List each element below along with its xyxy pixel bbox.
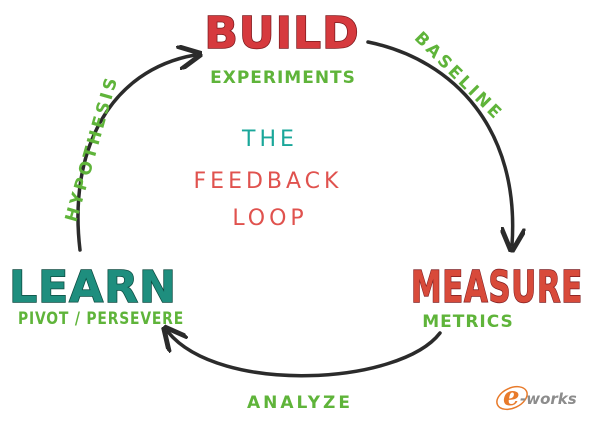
- stage-title-measure: MEASURE: [411, 262, 583, 313]
- edge-label-hypothesis: HYPOTHESIS: [62, 73, 123, 224]
- e-works-logo: e -works: [496, 382, 577, 412]
- stage-subtitle-learn: PIVOT / PERSEVERE: [18, 309, 184, 329]
- arrow-measure-to-learn: [168, 332, 442, 378]
- edge-label-analyze: ANALYZE: [247, 393, 353, 413]
- logo-e-letter: e: [503, 382, 520, 412]
- stage-title-learn: LEARN: [9, 262, 177, 313]
- center-title-feedback: FEEDBACK: [194, 169, 343, 194]
- arrow-build-to-measure: [366, 40, 513, 245]
- stage-subtitle-measure: METRICS: [422, 312, 514, 332]
- arrow-learn-to-build: [76, 55, 195, 252]
- stage-subtitle-build: EXPERIMENTS: [210, 68, 356, 88]
- center-title-the: THE: [241, 127, 298, 152]
- stage-title-build: BUILD: [204, 8, 359, 59]
- edge-label-baseline: BASELINE: [410, 28, 507, 125]
- logo-works-text: -works: [520, 390, 577, 408]
- center-title-loop: LOOP: [232, 206, 307, 231]
